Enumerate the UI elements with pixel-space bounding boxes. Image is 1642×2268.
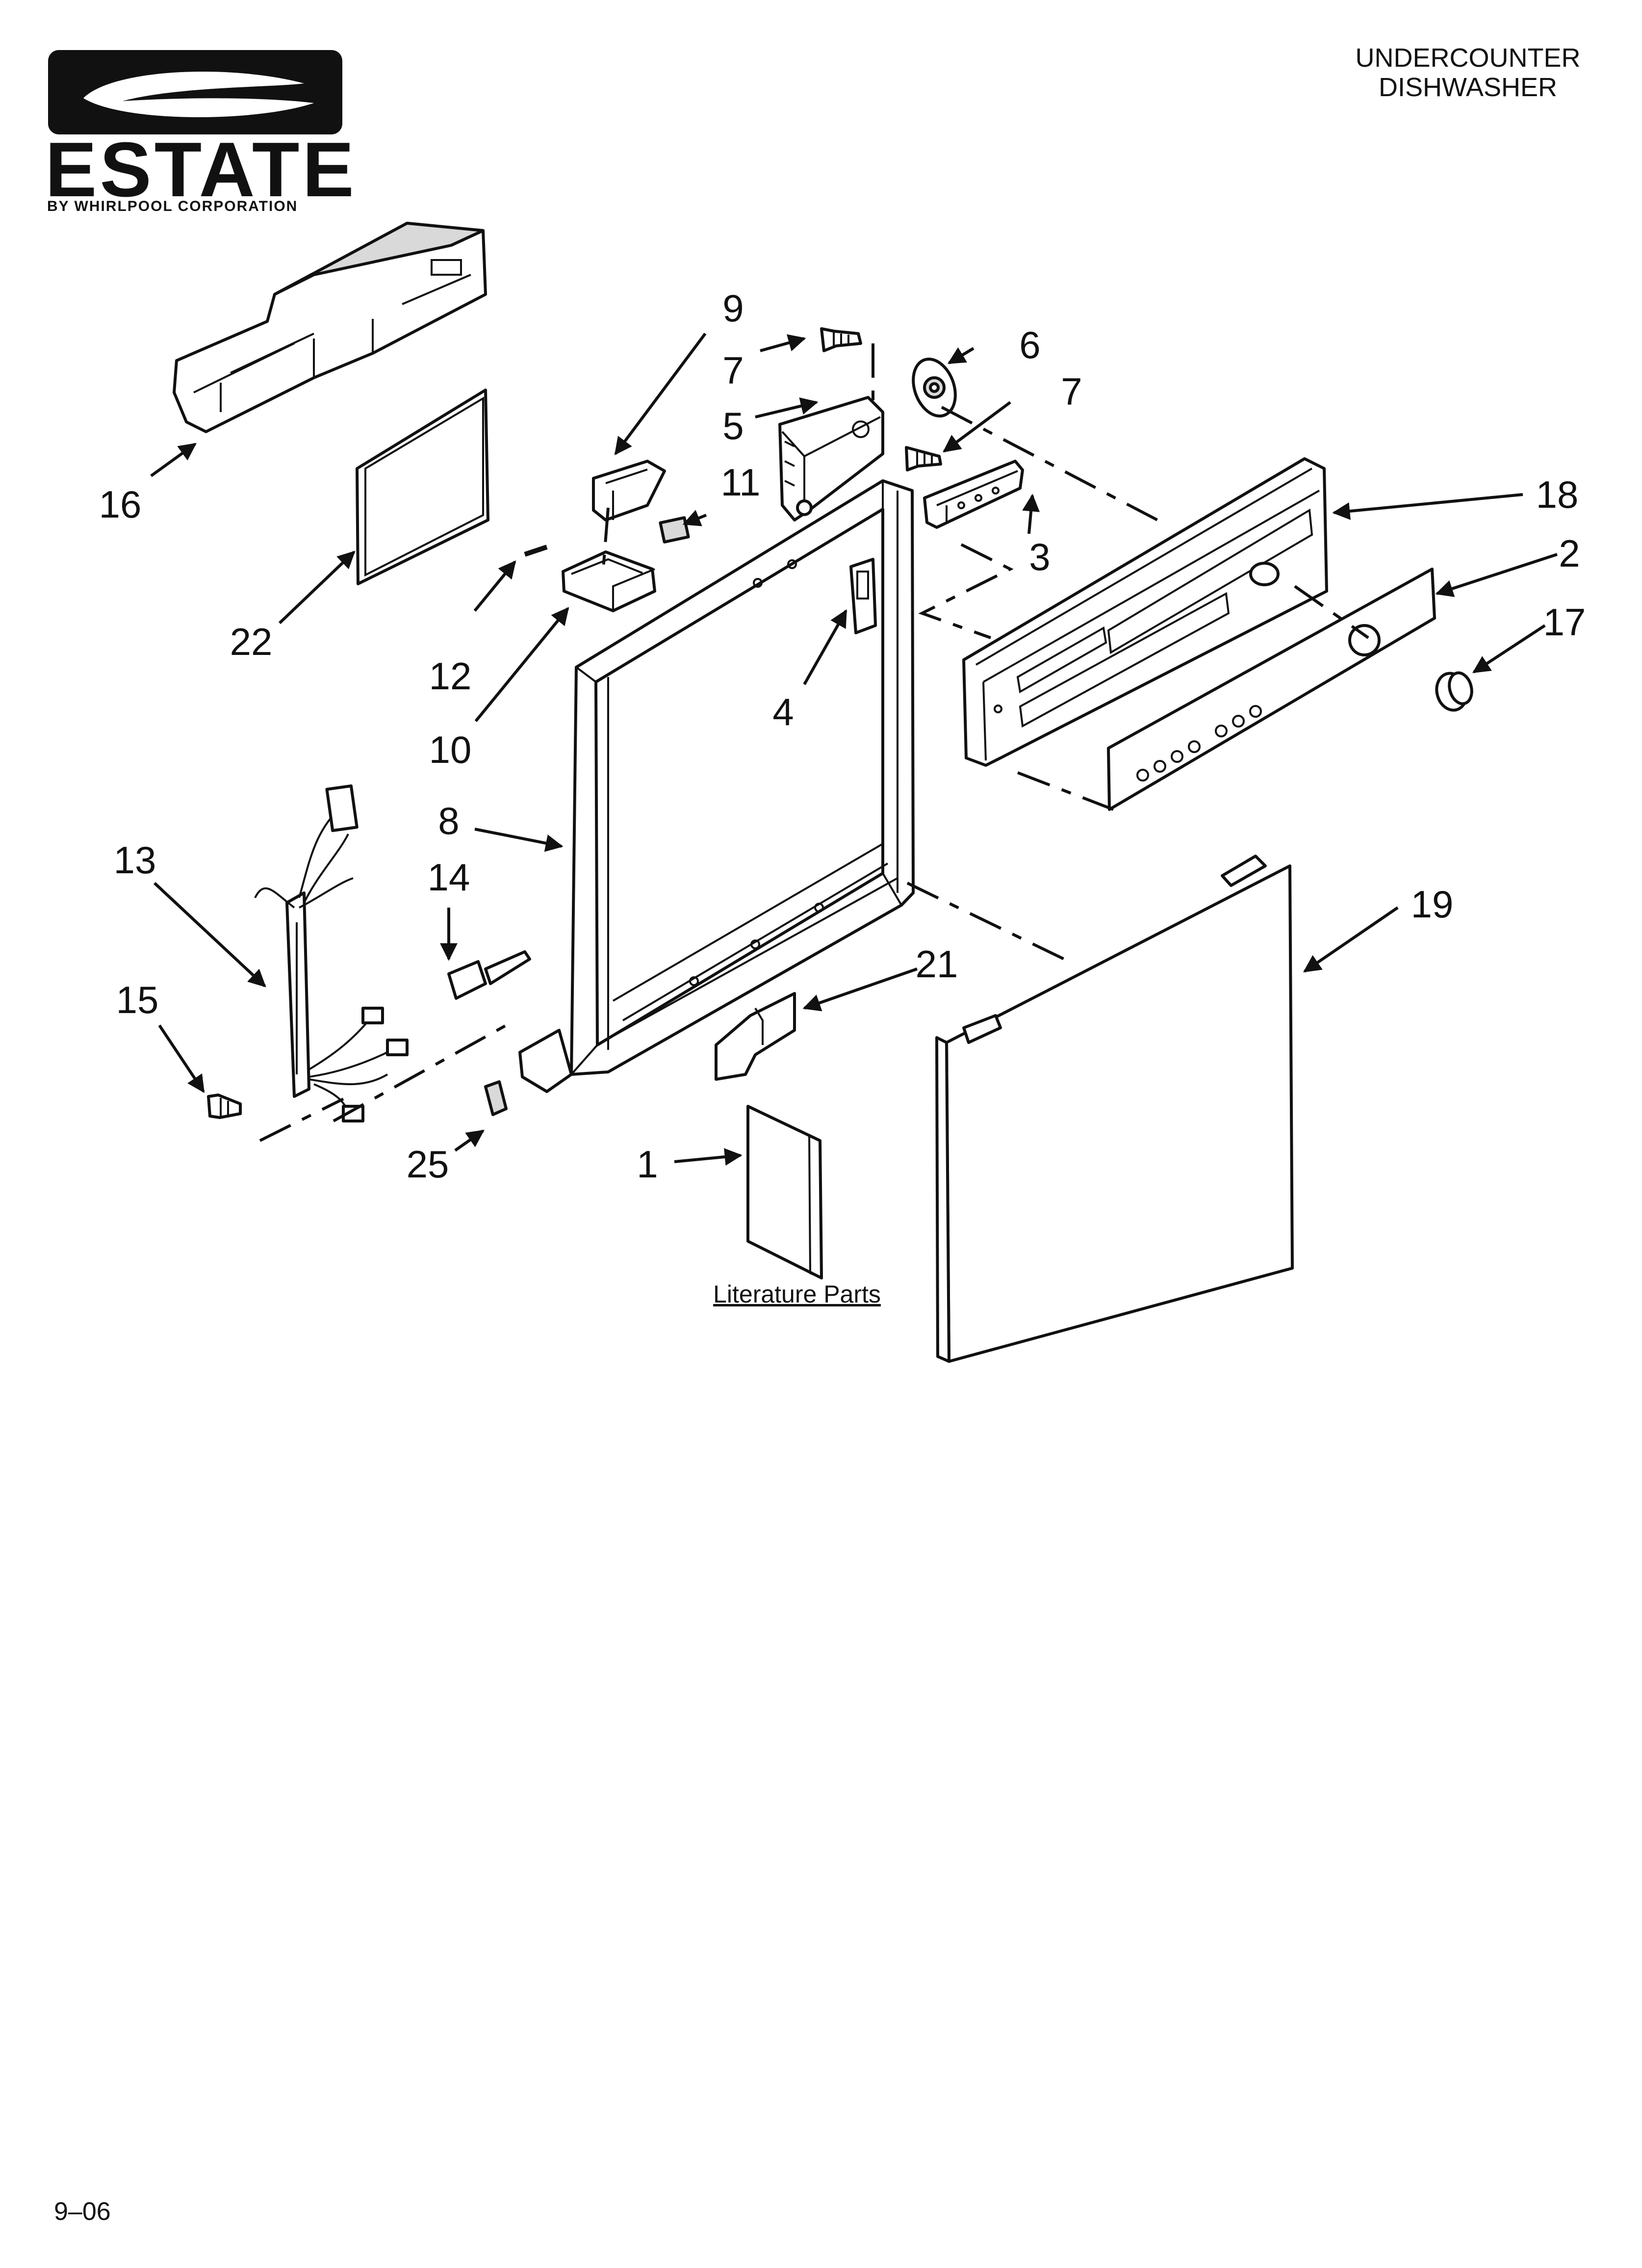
callout-12: 12	[429, 654, 472, 698]
logo-tagline: BY WHIRLPOOL CORPORATION	[47, 198, 298, 214]
callout-5: 5	[722, 404, 744, 447]
part-2-control-panel	[1107, 568, 1436, 811]
callout-16: 16	[99, 483, 142, 526]
estate-logo: ESTATE BY WHIRLPOOL CORPORATION	[45, 50, 357, 214]
callout-22: 22	[230, 620, 273, 663]
part-9-latch	[592, 460, 666, 521]
part-25-clip	[484, 1080, 508, 1116]
leader-lines	[150, 333, 1558, 1166]
part-7-screw-upper	[820, 327, 862, 352]
part-3-bracket	[923, 460, 1024, 529]
part-22-insulation	[356, 389, 489, 585]
callouts: 9 7 6 7 5 11 18 2 3 17 16 22 12 4 10 8 1…	[99, 287, 1586, 1186]
title-line-1: UNDERCOUNTER	[1356, 43, 1581, 73]
callout-11: 11	[721, 461, 761, 504]
title-line-2: DISHWASHER	[1379, 73, 1557, 102]
part-15-screw	[207, 1094, 242, 1119]
callout-1: 1	[637, 1143, 658, 1186]
part-10-bracket	[562, 550, 656, 612]
callout-7-lower: 7	[1061, 370, 1082, 413]
assembly-lines	[259, 343, 1369, 1142]
callout-25: 25	[407, 1143, 449, 1186]
part-6-cam	[912, 357, 957, 418]
part-16-vent-assembly	[173, 222, 487, 433]
logo-wordmark: ESTATE	[45, 127, 357, 213]
part-5-latch-assembly	[778, 396, 884, 521]
callout-17: 17	[1543, 600, 1586, 644]
callout-10: 10	[429, 728, 472, 771]
callout-14: 14	[428, 856, 470, 899]
part-14-connector	[447, 950, 531, 1000]
logo-badge	[48, 50, 342, 134]
part-4-strike	[849, 558, 877, 634]
callout-18: 18	[1536, 473, 1579, 516]
callout-8: 8	[438, 799, 459, 842]
callout-6: 6	[1019, 323, 1040, 366]
part-13-wire-harness	[254, 784, 409, 1122]
callout-3: 3	[1029, 535, 1050, 578]
date-code: 9–06	[54, 2197, 111, 2226]
callout-15: 15	[116, 978, 159, 1021]
part-19-door-panel	[935, 855, 1294, 1363]
part-7-screw-lower	[905, 446, 942, 471]
callout-19: 19	[1411, 883, 1454, 926]
logo-swoosh	[83, 72, 314, 117]
part-18-console	[962, 457, 1328, 767]
callout-21: 21	[916, 942, 958, 986]
callout-4: 4	[772, 690, 794, 733]
callout-7-upper: 7	[722, 349, 744, 392]
part-11-switch	[659, 516, 690, 544]
literature-parts-label: Literature Parts	[713, 1280, 881, 1308]
part-17-knob	[1435, 671, 1473, 712]
callout-2: 2	[1559, 532, 1580, 575]
part-21-bracket	[715, 992, 796, 1081]
part-8-door-frame	[518, 479, 915, 1093]
part-1-literature	[746, 1105, 823, 1280]
part-12-pin	[524, 545, 548, 557]
callout-9: 9	[722, 287, 744, 330]
callout-13: 13	[114, 838, 156, 882]
